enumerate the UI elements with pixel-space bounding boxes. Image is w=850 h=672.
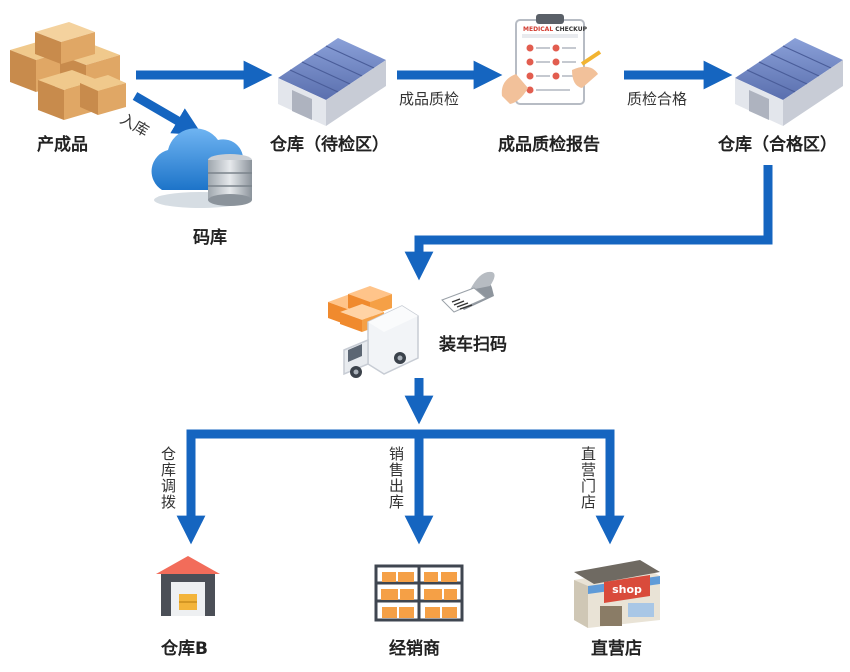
edge-label-sales-out: 销售出库 [387,446,405,510]
node-label-warehouse-qualified: 仓库（合格区） [718,135,837,155]
report-header-left: MEDICAL [523,26,554,33]
node-label-distributor: 经销商 [389,639,440,659]
shop-sign-text: shop [612,583,642,596]
truck-icon [328,286,419,378]
barcode-scanner-icon [441,271,495,313]
edge-label-transfer: 仓库调拨 [159,446,177,510]
report-header: MEDICAL CHECKUP [523,26,587,33]
node-label-loading-scan: 装车扫码 [439,335,507,355]
node-label-products: 产成品 [37,135,88,155]
arrow-qualified-to-loading [404,165,773,281]
boxes-icon [10,22,126,120]
node-label-warehouse-b: 仓库B [161,639,208,659]
report-header-right: CHECKUP [555,26,587,33]
arrows [132,60,773,545]
report-rows [526,44,560,94]
arrow-inbound-to-codedb [132,92,203,136]
cloud-database-icon [151,128,252,208]
clipboard-report-icon [501,14,602,105]
node-label-qc-report: 成品质检报告 [498,135,600,155]
warehouse-b-icon [156,556,220,616]
node-label-warehouse-pending: 仓库（待检区） [270,135,389,155]
shop-icon: shop [574,560,660,628]
edge-label-qc-pass: 质检合格 [627,90,688,108]
edge-label-direct-store: 直营门店 [579,446,597,510]
node-label-code-db: 码库 [193,228,227,248]
edge-label-qc-check: 成品质检 [399,90,460,108]
shelves-icon [374,564,464,622]
warehouse-qualified-icon [735,38,843,126]
warehouse-pending-icon [278,38,386,126]
node-label-direct-store: 直营店 [591,639,642,659]
